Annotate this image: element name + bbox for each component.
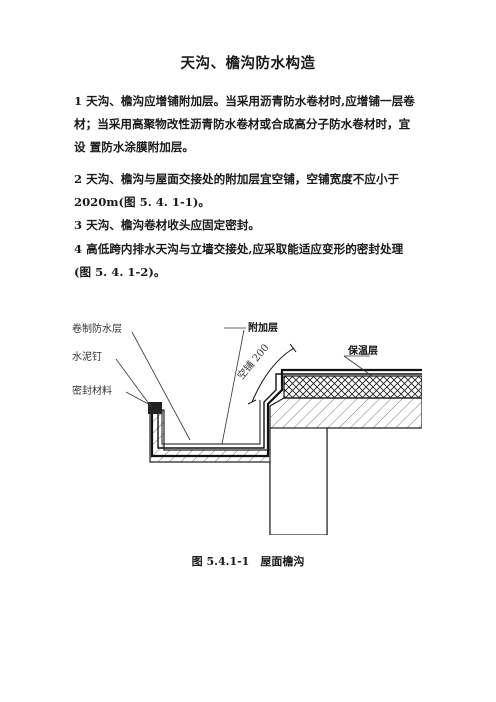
paragraph-1-line-1: 1 天沟、檐沟应增铺附加层。当采用沥青防水卷材时,应增铺一层卷	[74, 94, 415, 108]
label-additional: 附加层	[248, 321, 278, 334]
membrane-inner	[157, 373, 422, 449]
sealant-block	[148, 402, 162, 414]
additional-layer	[161, 400, 261, 445]
paragraph-4: 4 高低跨内排水天沟与立墙交接处,应采取能适应变形的密封处理 (图 5. 4. …	[74, 238, 434, 284]
paragraph-4-line-2: (图 5. 4. 1-2)。	[74, 265, 166, 279]
membrane-outer	[150, 368, 422, 458]
paragraph-1-line-2: 材；当采用高聚物改性沥青防水卷材或合成高分子防水卷材时，宜	[74, 117, 411, 131]
paragraph-2: 2 天沟、檐沟与屋面交接处的附加层宜空铺，空铺宽度不应小于 2020m(图 5.…	[74, 168, 434, 214]
paragraph-3-line-1: 3 天沟、檐沟卷材收头应固定密封。	[74, 218, 261, 232]
figure-caption: 图 5.4.1-1 屋面檐沟	[191, 555, 305, 568]
empty-span-dimension	[251, 347, 295, 403]
diagram-svg: 卷制防水层 水泥钉 密封材料 附加层 空铺 200 保温层	[72, 321, 422, 535]
wall	[269, 427, 328, 535]
label-membrane: 卷制防水层	[72, 322, 122, 335]
label-insulation: 保温层	[347, 344, 378, 357]
label-sealant: 密封材料	[72, 384, 112, 397]
label-mortar: 水泥钉	[72, 350, 102, 363]
paragraph-2-line-1: 2 天沟、檐沟与屋面交接处的附加层宜空铺，空铺宽度不应小于	[74, 172, 400, 186]
insulation-layer	[283, 375, 422, 399]
paragraph-1: 1 天沟、檐沟应增铺附加层。当采用沥青防水卷材时,应增铺一层卷 材；当采用高聚物…	[74, 90, 434, 159]
paragraph-2-line-2: 2020m(图 5. 4. 1-1)。	[74, 195, 210, 209]
page-title: 天沟、檐沟防水构造	[180, 55, 316, 72]
paragraph-4-line-1: 4 高低跨内排水天沟与立墙交接处,应采取能适应变形的密封处理	[74, 242, 404, 256]
eaves-gutter-diagram: 卷制防水层 水泥钉 密封材料 附加层 空铺 200 保温层	[72, 310, 422, 535]
paragraph-1-line-3: 设 置防水涂膜附加层。	[74, 140, 194, 154]
paragraph-3: 3 天沟、檐沟卷材收头应固定密封。	[74, 214, 434, 237]
